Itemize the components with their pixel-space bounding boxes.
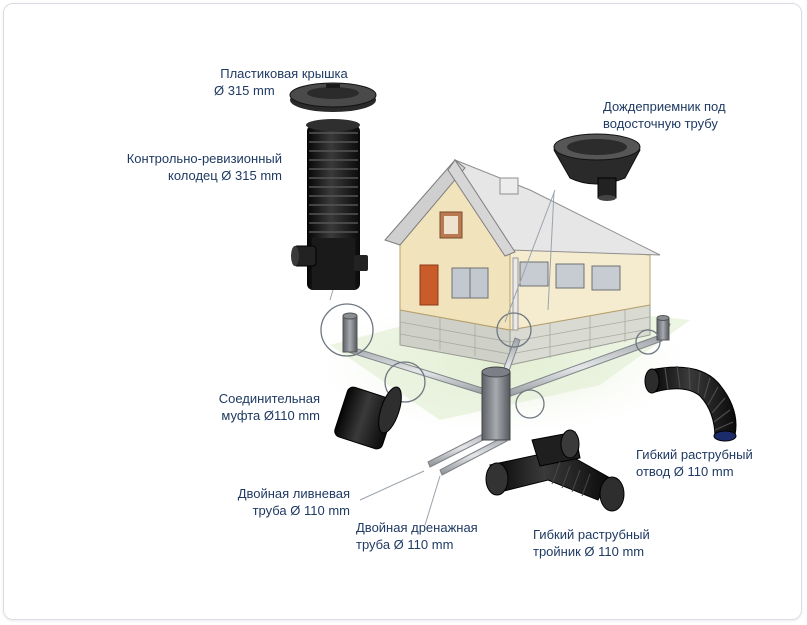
label-coupling-line2: муфта Ø110 mm xyxy=(221,408,320,423)
chimney xyxy=(499,177,519,195)
house xyxy=(384,158,661,366)
label-flexible-elbow: Гибкий раструбный отвод Ø 110 mm xyxy=(636,446,796,480)
gutter-inlet xyxy=(553,133,641,201)
roof-gable-edge xyxy=(447,159,516,257)
label-flexible-tee-line2: тройник Ø 110 mm xyxy=(533,544,645,559)
label-plastic-cover-line1: Пластиковая крышка xyxy=(220,66,348,81)
callout-coupling xyxy=(384,361,426,403)
label-gutter-inlet-line2: водосточную трубу xyxy=(603,116,718,131)
label-flexible-elbow-line1: Гибкий раструбный xyxy=(636,447,753,462)
plastic-cover xyxy=(289,82,377,112)
flexible-tee xyxy=(485,429,625,512)
label-gutter-inlet-line1: Дождеприемник под xyxy=(603,99,726,114)
main-well xyxy=(481,366,511,441)
callout-elbow xyxy=(635,329,661,355)
label-inspection-well-line1: Контрольно-ревизионный xyxy=(126,151,282,166)
label-flexible-tee: Гибкий раструбный тройник Ø 110 mm xyxy=(533,526,693,560)
label-flexible-elbow-line2: отвод Ø 110 mm xyxy=(636,464,734,479)
callout-circles xyxy=(320,303,661,419)
inspection-well-pipe xyxy=(291,119,368,290)
roof-edge xyxy=(384,159,466,246)
underground-pipes xyxy=(344,321,671,476)
label-inspection-well: Контрольно-ревизионный колодец Ø 315 mm xyxy=(122,150,282,184)
label-double-storm-pipe-line1: Двойная ливневая xyxy=(237,486,350,501)
small-well-left xyxy=(342,312,358,353)
callout-left-well xyxy=(320,303,374,357)
label-coupling: Соединительная муфта Ø110 mm xyxy=(180,390,320,424)
label-gutter-inlet: Дождеприемник под водосточную трубу xyxy=(603,98,763,132)
label-double-drain-pipe-line2: труба Ø 110 mm xyxy=(356,537,454,552)
label-coupling-line1: Соединительная xyxy=(218,391,320,406)
label-double-storm-pipe: Двойная ливневая труба Ø 110 mm xyxy=(200,485,350,519)
pipe-storm-2 xyxy=(439,435,508,476)
label-flexible-tee-line1: Гибкий раструбный xyxy=(533,527,650,542)
small-well-right xyxy=(656,315,670,341)
image-frame xyxy=(3,3,802,620)
leader-lines xyxy=(329,189,556,526)
label-double-storm-pipe-line2: труба Ø 110 mm xyxy=(252,503,350,518)
label-plastic-cover: Пластиковая крышка Ø 315 mm xyxy=(200,65,368,99)
label-double-drain-pipe-line1: Двойная дренажная xyxy=(356,520,478,535)
flexible-elbow xyxy=(644,365,737,442)
label-plastic-cover-line2: Ø 315 mm xyxy=(214,83,275,98)
callout-tee xyxy=(515,389,545,419)
label-double-drain-pipe: Двойная дренажная труба Ø 110 mm xyxy=(356,519,516,553)
coupling xyxy=(334,386,402,450)
door xyxy=(419,264,439,306)
side-windows xyxy=(519,261,621,291)
label-inspection-well-line2: колодец Ø 315 mm xyxy=(167,168,282,183)
callout-gutter xyxy=(496,312,532,348)
